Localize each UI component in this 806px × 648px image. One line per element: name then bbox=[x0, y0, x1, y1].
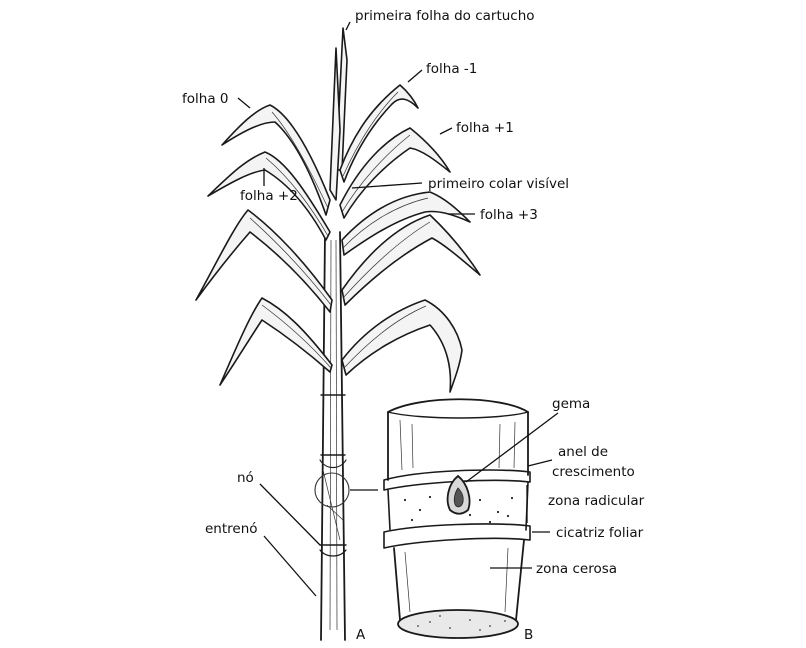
leaf-left-low bbox=[220, 298, 332, 385]
label-figure-a: A bbox=[356, 627, 366, 643]
plant-a bbox=[196, 28, 480, 640]
label-folha-p2: folha +2 bbox=[240, 188, 298, 204]
label-primeiro-colar: primeiro colar visível bbox=[428, 176, 569, 192]
label-zona-radicular: zona radicular bbox=[548, 493, 645, 509]
label-folha-p1: folha +1 bbox=[456, 120, 514, 136]
stalk-detail-b bbox=[384, 399, 530, 638]
label-zona-cerosa: zona cerosa bbox=[536, 561, 617, 577]
label-primeira-folha: primeira folha do cartucho bbox=[355, 8, 535, 24]
leaf-right-low bbox=[342, 300, 462, 392]
cut-surface bbox=[398, 610, 518, 638]
label-folha-p3: folha +3 bbox=[480, 207, 538, 223]
leaf-left-mid bbox=[196, 210, 332, 312]
label-cicatriz-foliar: cicatriz foliar bbox=[556, 525, 644, 541]
label-folha-m1: folha -1 bbox=[426, 61, 477, 77]
label-folha-0: folha 0 bbox=[182, 91, 228, 107]
label-figure-b: B bbox=[524, 627, 533, 643]
label-anel-line2: crescimento bbox=[552, 464, 635, 480]
leader-lines bbox=[238, 22, 558, 596]
label-entreno: entrenó bbox=[205, 521, 258, 537]
label-no: nó bbox=[237, 470, 254, 486]
label-gema: gema bbox=[552, 396, 590, 412]
label-anel-line1: anel de bbox=[558, 444, 608, 460]
